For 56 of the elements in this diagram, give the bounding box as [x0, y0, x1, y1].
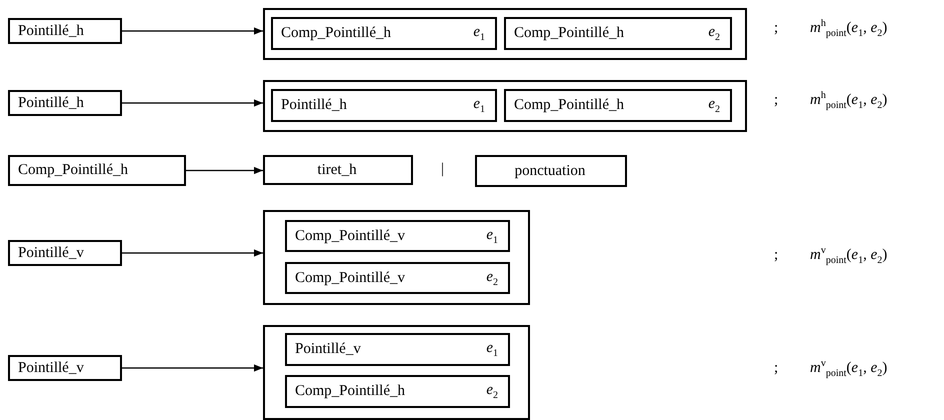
separator: ;	[774, 92, 778, 109]
symbol-name: Pointillé_h	[18, 94, 84, 112]
symbol-name: Comp_Pointillé_h	[18, 162, 128, 179]
variable-label: e$_{2}$	[708, 24, 720, 43]
symbol-name: Comp_Pointillé_h	[281, 25, 392, 42]
variable-label: e$_{1}$	[473, 96, 485, 115]
symbol-box	[8, 240, 122, 266]
semantic-function: m$^{v}$$_{point}$(e$_{1}$, e$_{2}$)	[810, 358, 888, 379]
separator: ;	[774, 20, 778, 37]
arrow	[122, 249, 263, 257]
arrow	[122, 99, 263, 107]
alternative-separator: |	[441, 161, 444, 178]
symbol-name: Pointillé_h	[281, 97, 347, 114]
symbol-box	[504, 89, 732, 122]
semantic-function: m$^{h}$$_{point}$(e$_{1}$, e$_{2}$)	[810, 90, 888, 111]
separator: ;	[774, 247, 778, 264]
symbol-name: ponctuation	[514, 162, 586, 180]
arrow	[122, 364, 263, 372]
symbol-name: Comp_Pointillé_h	[514, 25, 624, 42]
symbol-box	[504, 17, 732, 50]
rule-frame	[263, 8, 747, 60]
symbol-name: Pointillé_v	[18, 244, 84, 262]
variable-label: e$_{1}$	[486, 340, 498, 359]
symbol-box	[285, 375, 510, 408]
semantic-function: m$^{v}$$_{point}$(e$_{1}$, e$_{2}$)	[810, 245, 888, 266]
symbol-box	[285, 262, 510, 294]
symbol-name: tiret_h	[317, 162, 357, 178]
symbol-name: Comp_Pointillé_h	[295, 383, 406, 400]
variable-label: e$_{2}$	[486, 268, 498, 288]
variable-label: e$_{2}$	[708, 96, 720, 115]
symbol-box	[263, 155, 413, 185]
symbol-name: Comp_Pointillé_v	[295, 228, 406, 244]
symbol-name: Comp_Pointillé_v	[295, 270, 406, 286]
variable-label: e$_{1}$	[473, 24, 485, 43]
arrow	[186, 166, 263, 174]
symbol-box	[271, 89, 497, 122]
symbol-box	[8, 355, 122, 381]
rule-frame	[263, 80, 747, 132]
symbol-box	[475, 155, 627, 187]
symbol-box	[8, 90, 122, 116]
symbol-name: Pointillé_v	[18, 360, 84, 376]
rule-frame	[263, 325, 530, 420]
separator: ;	[774, 360, 778, 377]
symbol-name: Pointillé_v	[295, 341, 361, 358]
variable-label: e$_{2}$	[486, 382, 498, 401]
rule-frame	[263, 210, 530, 305]
variable-label: e$_{1}$	[486, 226, 498, 246]
symbol-box	[285, 220, 510, 252]
symbol-box	[285, 333, 510, 366]
symbol-box	[271, 17, 497, 50]
arrow	[122, 27, 263, 35]
symbol-box	[8, 18, 122, 44]
symbol-box	[8, 155, 186, 186]
semantic-function: m$^{h}$$_{point}$(e$_{1}$, e$_{2}$)	[810, 18, 888, 39]
symbol-name: Pointillé_h	[18, 22, 84, 40]
symbol-name: Comp_Pointillé_h	[514, 97, 624, 114]
